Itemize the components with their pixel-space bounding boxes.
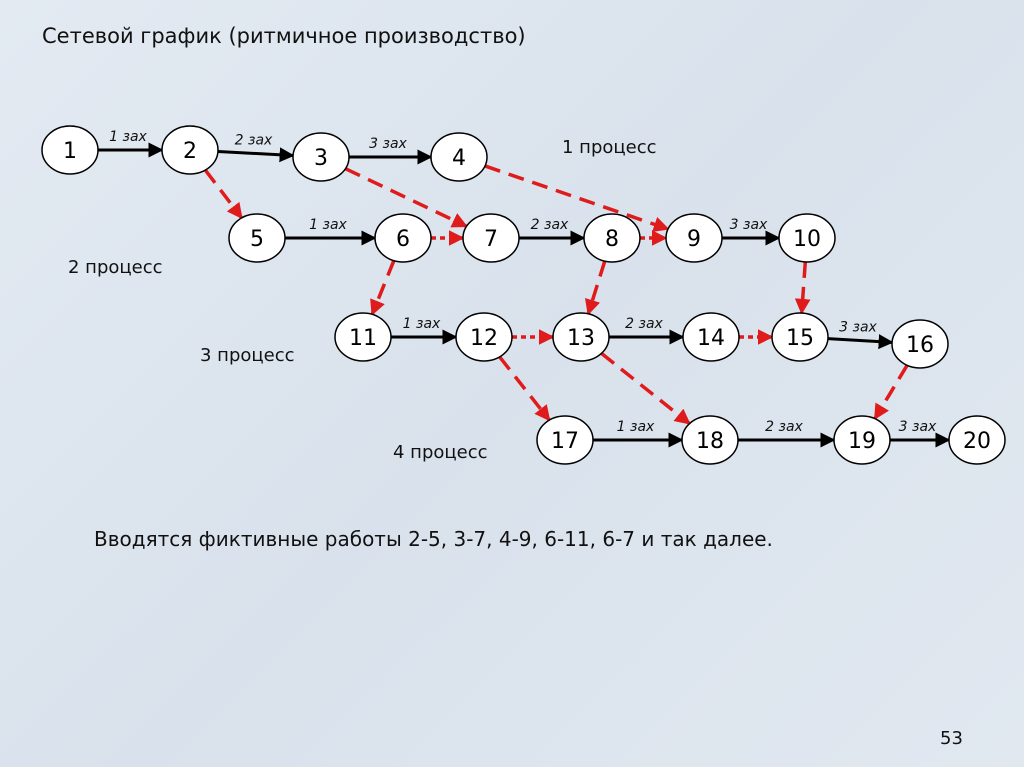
node-number: 4 <box>452 146 466 171</box>
node-number: 10 <box>793 227 821 252</box>
work-label-19-20: 3 зах <box>899 419 937 435</box>
event-node-18: 18 <box>681 415 739 465</box>
node-ellipse <box>948 415 1006 465</box>
event-node-5: 5 <box>228 213 286 263</box>
fictive-work-arrow-3-7 <box>344 167 468 228</box>
work-label-13-14: 2 зах <box>625 316 663 332</box>
node-number: 6 <box>396 227 410 252</box>
work-arrow-2-3 <box>217 147 295 163</box>
fictive-work-arrow-13-18 <box>600 351 691 426</box>
event-node-8: 8 <box>583 213 641 263</box>
event-node-6: 6 <box>374 213 432 263</box>
node-number: 9 <box>687 227 701 252</box>
event-node-16: 16 <box>891 319 949 369</box>
node-number: 18 <box>696 429 724 454</box>
node-ellipse <box>455 312 513 362</box>
node-ellipse <box>161 125 219 175</box>
fictive-work-arrow-16-19 <box>873 364 909 421</box>
work-label-11-12: 1 зах <box>403 316 441 332</box>
event-node-12: 12 <box>455 312 513 362</box>
node-ellipse <box>552 312 610 362</box>
event-node-1: 1 <box>41 125 99 175</box>
work-label-18-19: 2 зах <box>765 419 803 435</box>
node-number: 20 <box>963 429 991 454</box>
process-label-2: 2 процесс <box>68 257 163 278</box>
work-label-15-16: 3 зах <box>839 320 877 336</box>
node-ellipse <box>41 125 99 175</box>
node-ellipse <box>665 213 723 263</box>
page-number: 53 <box>940 728 963 749</box>
event-node-19: 19 <box>833 415 891 465</box>
node-ellipse <box>682 312 740 362</box>
node-number: 3 <box>314 146 328 171</box>
node-ellipse <box>778 213 836 263</box>
node-number: 12 <box>470 326 498 351</box>
node-ellipse <box>374 213 432 263</box>
event-node-11: 11 <box>334 312 392 362</box>
node-number: 8 <box>605 227 619 252</box>
note-text: Вводятся фиктивные работы 2-5, 3-7, 4-9,… <box>94 527 773 551</box>
event-node-3: 3 <box>292 132 350 182</box>
node-number: 14 <box>697 326 725 351</box>
node-number: 7 <box>484 227 498 252</box>
work-label-9-10: 3 зах <box>730 217 768 233</box>
node-number: 1 <box>63 139 77 164</box>
fictive-work-arrow-4-9 <box>484 164 670 232</box>
work-label-1-2: 1 зах <box>109 129 147 145</box>
fictive-work-arrow-10-15 <box>794 261 811 315</box>
node-ellipse <box>430 132 488 182</box>
node-number: 11 <box>349 326 377 351</box>
node-number: 2 <box>183 139 197 164</box>
node-number: 19 <box>848 429 876 454</box>
event-node-13: 13 <box>552 312 610 362</box>
event-node-17: 17 <box>536 415 594 465</box>
node-ellipse <box>833 415 891 465</box>
event-node-15: 15 <box>771 312 829 362</box>
work-label-3-4: 3 зах <box>369 136 407 152</box>
node-number: 16 <box>906 333 934 358</box>
process-label-3: 3 процесс <box>200 345 295 366</box>
fictive-work-arrow-12-17 <box>498 355 551 422</box>
node-ellipse <box>771 312 829 362</box>
node-ellipse <box>462 213 520 263</box>
node-number: 13 <box>567 326 595 351</box>
fictive-work-arrow-2-5 <box>203 169 244 220</box>
node-number: 15 <box>786 326 814 351</box>
node-ellipse <box>891 319 949 369</box>
work-label-5-6: 1 зах <box>309 217 347 233</box>
event-node-14: 14 <box>682 312 740 362</box>
fictive-work-arrow-8-13 <box>584 260 607 316</box>
event-node-2: 2 <box>161 125 219 175</box>
process-label-1: 1 процесс <box>562 137 657 158</box>
node-ellipse <box>334 312 392 362</box>
fictive-work-arrow-6-11 <box>370 260 396 316</box>
event-node-7: 7 <box>462 213 520 263</box>
node-number: 17 <box>551 429 579 454</box>
node-ellipse <box>228 213 286 263</box>
node-ellipse <box>681 415 739 465</box>
node-number: 5 <box>250 227 264 252</box>
work-label-17-18: 1 зах <box>617 419 655 435</box>
work-arrow-15-16 <box>827 334 894 350</box>
node-ellipse <box>536 415 594 465</box>
slide-title: Сетевой график (ритмичное производство) <box>42 24 526 48</box>
node-ellipse <box>583 213 641 263</box>
process-label-4: 4 процесс <box>393 442 488 463</box>
node-ellipse <box>292 132 350 182</box>
event-node-20: 20 <box>948 415 1006 465</box>
event-node-9: 9 <box>665 213 723 263</box>
event-node-10: 10 <box>778 213 836 263</box>
event-node-4: 4 <box>430 132 488 182</box>
work-label-2-3: 2 зах <box>235 133 273 149</box>
work-label-7-8: 2 зах <box>531 217 569 233</box>
